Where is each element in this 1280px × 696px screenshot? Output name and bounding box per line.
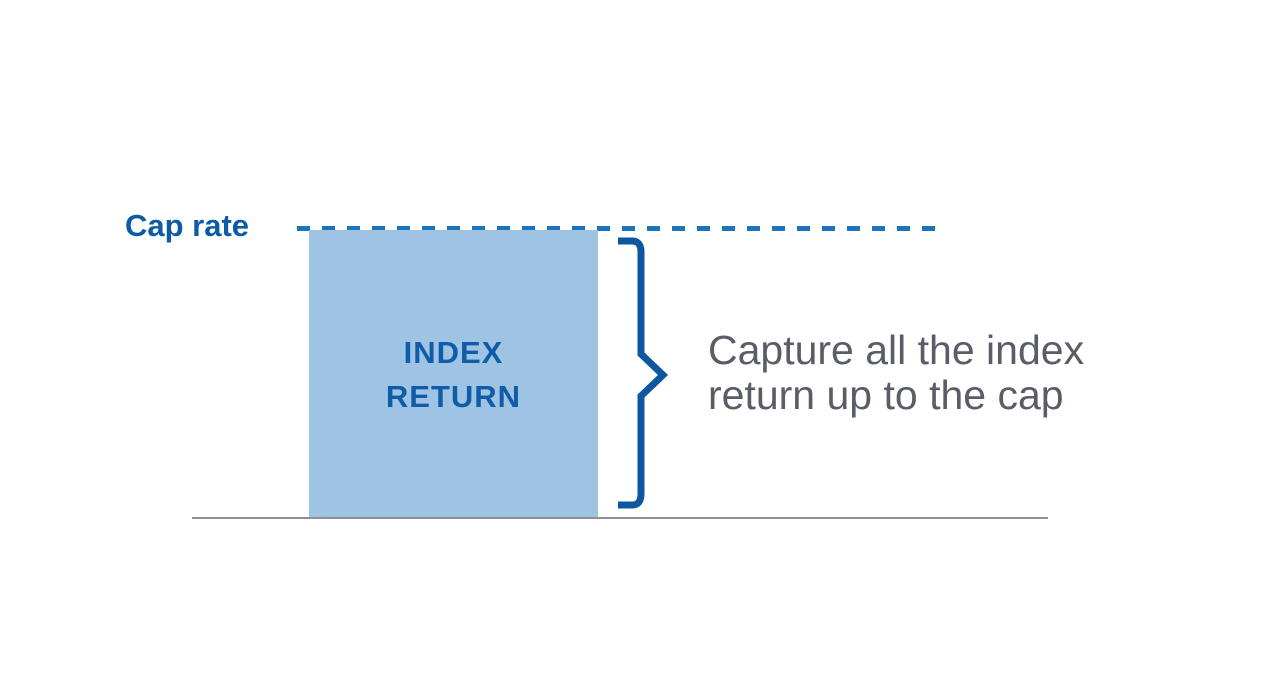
caption-text: Capture all the index return up to the c… [708,328,1084,418]
caption-line2: return up to the cap [708,372,1064,418]
cap-rate-dashed-line [297,226,947,231]
cap-rate-label: Cap rate [125,208,250,243]
brace-icon [618,237,669,509]
baseline-axis [192,517,1048,519]
index-return-label-line2: RETURN [385,379,522,414]
index-return-label-line1: INDEX [403,335,504,370]
index-return-bar: INDEX RETURN [309,230,598,518]
index-return-label: INDEX RETURN [386,331,521,419]
caption-line1: Capture all the index [708,327,1085,373]
